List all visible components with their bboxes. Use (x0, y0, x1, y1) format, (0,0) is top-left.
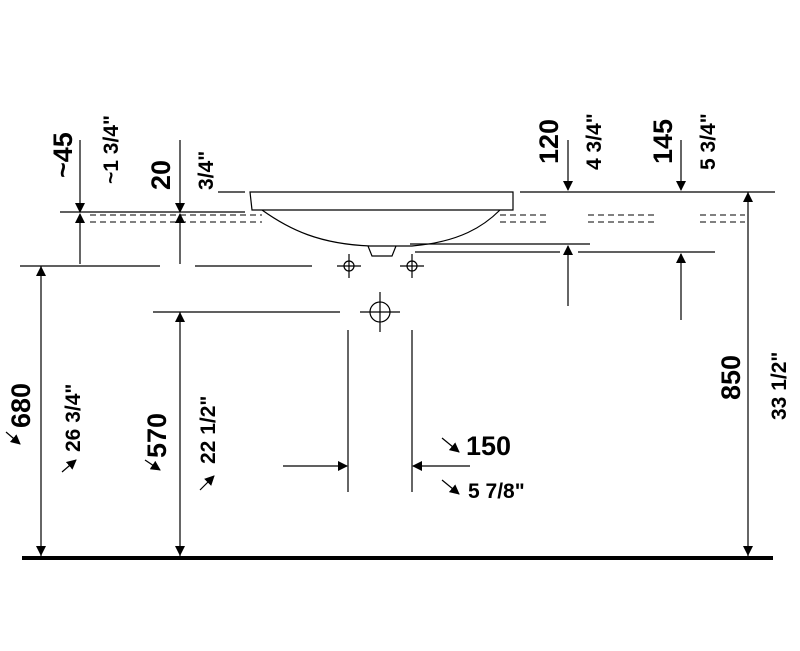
total-height-arrow-top (743, 192, 753, 202)
drain-height-pointer (144, 459, 161, 471)
tap-height-pointer (5, 431, 21, 445)
drain-height-in-pointer (199, 475, 215, 491)
basin (249, 191, 514, 257)
drain-height-mm-label: 570 (142, 413, 172, 458)
rim-thickness-in-label: 3/4" (195, 151, 218, 190)
countertop-dashed-lines (90, 214, 745, 223)
total-height-arrow-bottom (743, 546, 753, 556)
rim-height-mm-label: ~45 (48, 132, 78, 178)
tap-markers (337, 254, 424, 278)
overflow-depth-in-label: 4 3/4" (583, 113, 606, 170)
drain-spacing-mm-label: 150 (466, 431, 511, 461)
tap-height-mm-label: 680 (6, 383, 36, 428)
drain-spacing-pointer (441, 437, 460, 453)
drain-spacing-in-pointer (441, 479, 460, 495)
rim-height-in-label: ~1 3/4" (100, 115, 123, 184)
overflow-depth-mm-label: 120 (534, 119, 564, 164)
total-height-mm-label: 850 (716, 355, 746, 400)
drain-marker (360, 292, 400, 332)
tap-height-in-pointer (61, 459, 77, 473)
tap-height-in-label: 26 3/4" (62, 384, 85, 452)
drain-height-arrow-top (175, 312, 185, 322)
reference-lines (20, 191, 775, 313)
tap-depth-mm-label: 145 (648, 119, 678, 164)
drain-height-in-label: 22 1/2" (197, 396, 220, 464)
drain-height-arrow-bottom (175, 546, 185, 556)
tap-height-arrow-bottom (36, 546, 46, 556)
drain-spacing-in-label: 5 7/8" (468, 480, 525, 503)
tap-height-arrow-top (36, 266, 46, 276)
total-height-in-label: 33 1/2" (768, 352, 791, 420)
rim-thickness-mm-label: 20 (146, 160, 176, 190)
tap-depth-in-label: 5 3/4" (697, 113, 720, 170)
